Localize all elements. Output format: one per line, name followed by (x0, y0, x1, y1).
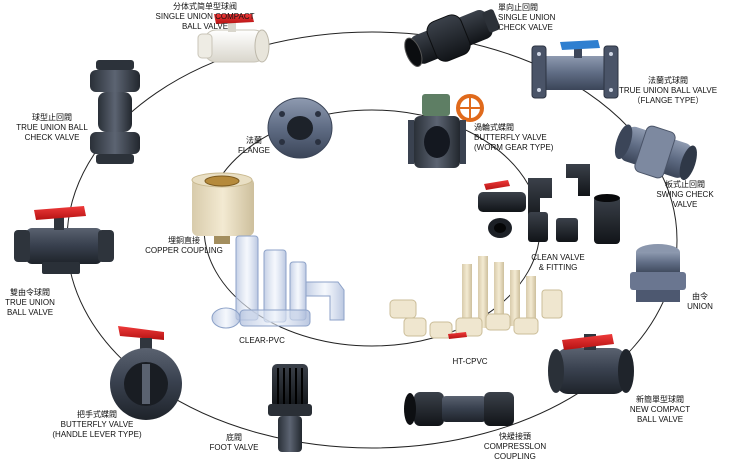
label-en-line: BALL VALVE (636, 415, 684, 424)
new-compact-ball-valve-image (548, 334, 634, 394)
label-en-line: FLANGE (237, 146, 271, 155)
true-union-ball-check-valve-image (90, 60, 140, 164)
butterfly-valve-worm-gear-image (408, 94, 484, 168)
compression-coupling-image (404, 392, 514, 426)
label-en-line: BALL VALVE (6, 308, 54, 317)
label-zh: 埋銅直接 (167, 236, 200, 245)
single-union-check-valve-image (404, 9, 501, 67)
label-flange: 法蘭 FLANGE (238, 136, 270, 156)
butterfly-valve-lever-image (110, 326, 182, 420)
label-copper-coupling: 埋銅直接 COPPER COUPLING (145, 236, 223, 256)
label-en-line: NEW COMPACT (629, 405, 691, 414)
label-en-line: FOOT VALVE (209, 443, 259, 452)
label-en-line: SWING CHECK (656, 190, 714, 199)
label-en-line: CHECK VALVE (498, 23, 553, 32)
label-zh: 法蘭式球閥 (647, 76, 688, 85)
label-zh: 渦輪式蝶閥 (474, 123, 514, 132)
true-union-ball-valve-flange-image (531, 40, 619, 99)
ht-cpvc-image (389, 256, 563, 339)
label-zh: 球型止回閥 (31, 113, 72, 122)
label-union: 由令 UNION (687, 292, 713, 312)
clear-pvc-image (211, 235, 345, 329)
label-en-line: BUTTERFLY VALVE (474, 133, 547, 142)
label-clean-valve-fitting: CLEAN VALVE & FITTING (531, 253, 585, 273)
label-single-union-check-valve: 單向止回閥 SINGLE UNION CHECK VALVE (498, 3, 555, 33)
label-en-line: BALL VALVE (181, 22, 229, 31)
label-zh: 快緩接頭 (498, 432, 531, 441)
true-union-ball-valve-image (14, 206, 114, 274)
label-single-union-compact-ball-valve: 分体式简单型球阀 SINGLE UNION COMPACT BALL VALVE (156, 2, 255, 32)
label-zh: 單向止回閥 (498, 3, 538, 12)
label-zh: 把手式蝶閥 (77, 410, 117, 419)
label-zh: 板式止回閥 (665, 180, 705, 189)
label-butterfly-valve-lever: 把手式蝶閥 BUTTERFLY VALVE (HANDLE LEVER TYPE… (52, 410, 141, 440)
flange-image (267, 97, 333, 159)
label-en-line: & FITTING (538, 263, 578, 272)
label-en-line: CLEAN VALVE (531, 253, 585, 262)
label-en-line: （FLANGE TYPE） (632, 96, 704, 105)
label-butterfly-valve-worm-gear: 渦輪式蝶閥 BUTTERFLY VALVE (WORM GEAR TYPE) (474, 123, 553, 153)
copper-coupling-image (191, 172, 254, 244)
swing-check-valve-image (614, 124, 697, 181)
label-en-line: SINGLE UNION COMPACT (155, 12, 255, 21)
label-zh: 新簡單型球閥 (635, 395, 684, 404)
label-new-compact-ball-valve: 新簡單型球閥 NEW COMPACT BALL VALVE (630, 395, 690, 425)
label-en-line: VALVE (672, 200, 698, 209)
label-en-line: TRUE UNION BALL VALVE (618, 86, 718, 95)
label-clear-pvc: CLEAR-PVC (239, 336, 285, 346)
label-foot-valve: 底閥 FOOT VALVE (210, 433, 259, 453)
label-true-union-ball-valve: 雙由令球閥 TRUE UNION BALL VALVE (5, 288, 55, 318)
label-swing-check-valve: 板式止回閥 SWING CHECK VALVE (656, 180, 713, 210)
label-zh: 雙由令球閥 (10, 288, 50, 297)
label-en-line: TRUE UNION (5, 298, 55, 307)
label-zh: 分体式简单型球阀 (172, 2, 237, 11)
label-zh: 由令 (692, 292, 708, 301)
label-en-line: (WORM GEAR TYPE) (474, 143, 554, 152)
label-ht-cpvc: HT-CPVC (452, 357, 487, 367)
foot-valve-image (268, 364, 312, 452)
clean-valve-fitting-image (478, 164, 620, 244)
label-en-line: UNION (687, 302, 713, 311)
label-zh: 法蘭 (245, 136, 262, 145)
label-en-line: (HANDLE LEVER TYPE) (52, 430, 142, 439)
label-en-line: CHECK VALVE (24, 133, 80, 142)
label-en-line: COMPRESSLON (483, 442, 547, 451)
label-true-union-ball-check-valve: 球型止回閥 TRUE UNION BALL CHECK VALVE (16, 113, 88, 143)
label-en-line: COPPER COUPLING (145, 246, 223, 255)
union-image (630, 244, 686, 302)
single-union-compact-ball-valve-image (197, 14, 270, 63)
label-en-line: TRUE UNION BALL (16, 123, 88, 132)
label-en-line: COUPLING (494, 452, 536, 461)
label-true-union-ball-valve-flange: 法蘭式球閥 TRUE UNION BALL VALVE （FLANGE TYPE… (619, 76, 717, 106)
label-en-line: HT-CPVC (452, 357, 488, 366)
label-en-line: BUTTERFLY VALVE (60, 420, 134, 429)
label-en-line: SINGLE UNION (498, 13, 556, 22)
label-compression-coupling: 快緩接頭 COMPRESSLON COUPLING (484, 432, 546, 462)
label-en-line: CLEAR-PVC (239, 336, 285, 345)
label-zh: 底閥 (226, 433, 242, 442)
